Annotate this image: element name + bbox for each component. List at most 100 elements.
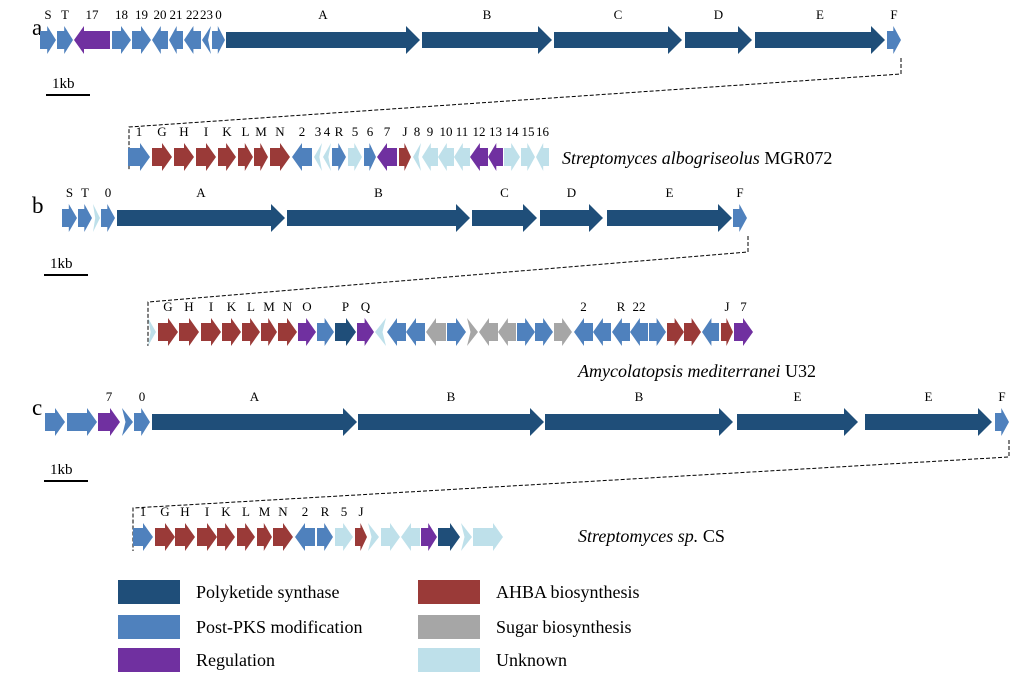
gene-label-K: K bbox=[222, 124, 232, 139]
gene-label-20: 20 bbox=[153, 7, 167, 22]
legend-label-post: Post-PKS modification bbox=[196, 617, 363, 637]
legend-swatch-ahba bbox=[418, 580, 480, 604]
gene-arrow bbox=[45, 408, 65, 436]
gene-label-F: F bbox=[998, 389, 1006, 404]
gene-label-5: 5 bbox=[340, 504, 348, 519]
gene-arrow bbox=[401, 523, 420, 551]
legend-swatch-post bbox=[118, 615, 180, 639]
scale-bar-c: 1kb bbox=[44, 462, 104, 482]
gene-arrow-F bbox=[733, 204, 747, 232]
gene-arrow-17 bbox=[74, 26, 110, 54]
gene-arrow-2 bbox=[574, 318, 593, 346]
gene-arrow-21 bbox=[169, 26, 183, 54]
gene-arrow-J bbox=[399, 143, 411, 171]
gene-arrow-11 bbox=[454, 143, 470, 171]
gene-arrow bbox=[684, 318, 701, 346]
gene-arrow-I bbox=[196, 143, 216, 171]
gene-arrow-E bbox=[865, 408, 992, 436]
gene-arrow bbox=[148, 318, 156, 346]
gene-label-N: N bbox=[278, 504, 288, 519]
gene-label-11: 11 bbox=[455, 124, 469, 139]
species-name-italic: Streptomyces albogriseolus bbox=[562, 148, 760, 168]
gene-arrow-E bbox=[755, 26, 885, 54]
gene-arrow bbox=[426, 318, 446, 346]
panel-letter-a: a bbox=[32, 15, 43, 40]
gene-label-Q: Q bbox=[360, 299, 371, 314]
strain-name: MGR072 bbox=[759, 148, 833, 168]
gene-arrow-A bbox=[117, 204, 285, 232]
gene-arrow-J bbox=[355, 523, 367, 551]
gene-label-R: R bbox=[320, 504, 330, 519]
legend-label-reg: Regulation bbox=[196, 650, 275, 670]
gene-label-J: J bbox=[358, 504, 364, 519]
gene-label-B: B bbox=[446, 389, 456, 404]
gene-arrow-M bbox=[257, 523, 272, 551]
gene-label-A: A bbox=[196, 185, 206, 200]
gene-label-C: C bbox=[613, 7, 623, 22]
gene-label-B: B bbox=[482, 7, 492, 22]
gene-label-S: S bbox=[44, 7, 52, 22]
gene-arrow-G bbox=[155, 523, 175, 551]
gene-label-J: J bbox=[724, 299, 730, 314]
gene-label-1: 1 bbox=[135, 124, 143, 139]
species-label-b: Amycolatopsis mediterranei U32 bbox=[578, 361, 816, 382]
gene-arrow-M bbox=[254, 143, 268, 171]
gene-arrow-E bbox=[737, 408, 858, 436]
gene-arrow-R bbox=[612, 318, 630, 346]
gene-label-0: 0 bbox=[104, 185, 112, 200]
gene-label-G: G bbox=[160, 504, 170, 519]
gene-label-C: C bbox=[500, 185, 509, 200]
gene-arrow-H bbox=[174, 143, 194, 171]
gene-arrow bbox=[368, 523, 379, 551]
gene-arrow-M bbox=[261, 318, 277, 346]
legend-swatch-sugar bbox=[418, 615, 480, 639]
gene-label-17: 17 bbox=[85, 7, 99, 22]
gene-label-E: E bbox=[816, 7, 824, 22]
gene-arrow bbox=[381, 523, 400, 551]
gene-arrow-12 bbox=[470, 143, 488, 171]
gene-arrow-K bbox=[222, 318, 241, 346]
gene-arrow-7 bbox=[734, 318, 753, 346]
gene-arrow-D bbox=[685, 26, 752, 54]
gene-label-H: H bbox=[180, 504, 190, 519]
gene-label-M: M bbox=[258, 504, 271, 519]
gene-arrow-A bbox=[152, 408, 357, 436]
gene-arrow-2 bbox=[295, 523, 315, 551]
gene-label-R: R bbox=[616, 299, 626, 314]
gene-label-L: L bbox=[241, 124, 250, 139]
gene-label-F: F bbox=[890, 7, 898, 22]
scale-bar-label: 1kb bbox=[50, 256, 73, 272]
gene-arrow-4 bbox=[323, 143, 331, 171]
legend-swatch-reg bbox=[118, 648, 180, 672]
gene-arrow bbox=[498, 318, 516, 346]
gene-arrow-8 bbox=[413, 143, 421, 171]
gene-arrow-F bbox=[995, 408, 1009, 436]
gene-label-16: 16 bbox=[536, 124, 549, 139]
gene-arrow-Q bbox=[357, 318, 374, 346]
species-label-a: Streptomyces albogriseolus MGR072 bbox=[562, 148, 832, 169]
gene-label-B: B bbox=[634, 389, 644, 404]
gene-arrow-K bbox=[218, 143, 236, 171]
gene-arrow bbox=[467, 318, 478, 346]
gene-label-22: 22 bbox=[632, 299, 646, 314]
gene-arrow-1 bbox=[133, 523, 153, 551]
gene-arrow-I bbox=[201, 318, 221, 346]
gene-arrow-G bbox=[158, 318, 178, 346]
gene-label-I: I bbox=[204, 504, 210, 519]
gene-label-E: E bbox=[924, 389, 933, 404]
gene-label-R: R bbox=[334, 124, 344, 139]
gene-label-P: P bbox=[341, 299, 350, 314]
gene-arrow bbox=[122, 408, 133, 436]
gene-arrow bbox=[375, 318, 386, 346]
gene-arrow-N bbox=[273, 523, 293, 551]
gene-label-12: 12 bbox=[472, 124, 486, 139]
scale-bar-line bbox=[44, 480, 88, 482]
legend-label-pks: Polyketide synthase bbox=[196, 582, 340, 602]
gene-label-10: 10 bbox=[439, 124, 453, 139]
gene-arrow-I bbox=[197, 523, 217, 551]
gene-label-7: 7 bbox=[105, 389, 113, 404]
gene-arrow-23 bbox=[202, 26, 211, 54]
gene-label-H: H bbox=[179, 124, 189, 139]
